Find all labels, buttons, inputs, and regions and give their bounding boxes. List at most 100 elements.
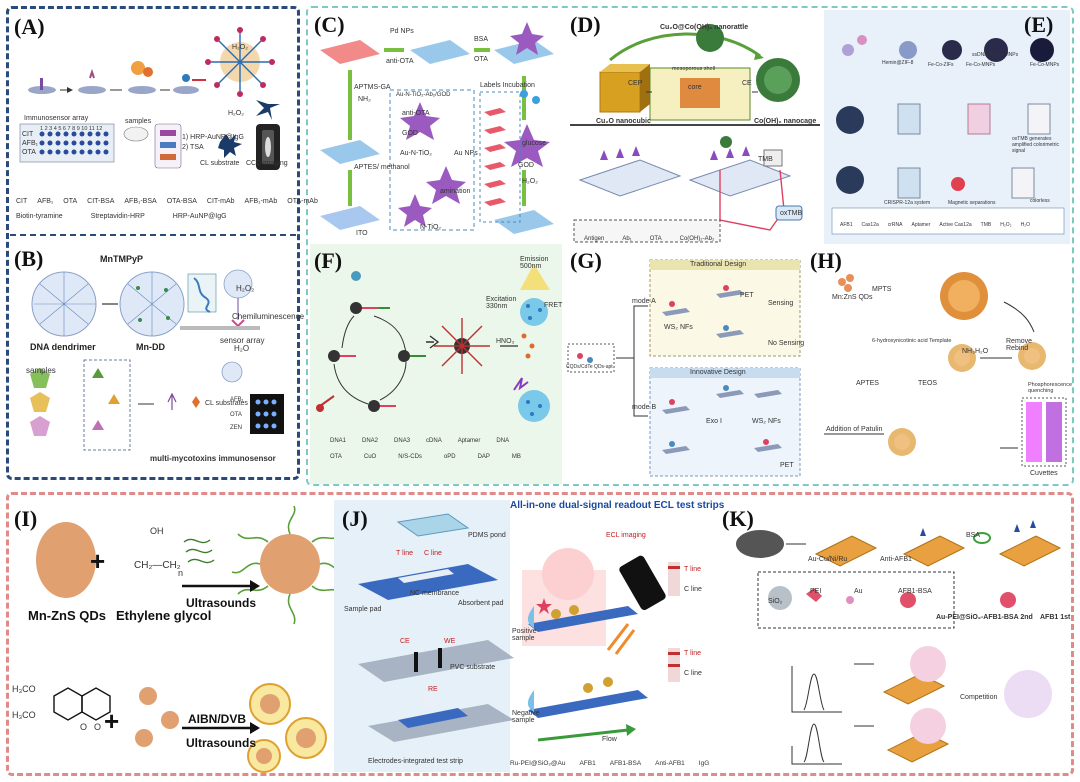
j-c-line: C line [424, 550, 442, 557]
panel-f-diagram [316, 264, 550, 422]
j-ce: CE [400, 638, 410, 645]
i-plus-1: + [90, 546, 106, 576]
f-legend-nscds: N/S-CDs [398, 454, 422, 460]
a-legend-cit-bsa: CIT-BSA [87, 198, 115, 205]
frame-group-ab [6, 6, 300, 480]
i-aibn: AIBN/DVB [188, 712, 247, 726]
j-t-line: T line [396, 550, 413, 557]
e-cap-ssdna: ssDNA-Fe-Co MNPs [972, 52, 1019, 58]
c-electrodes [320, 40, 554, 234]
j-legend-ru: Ru-PEI@SiO₂@Au [510, 760, 566, 767]
i-ultrasounds-1: Ultrasounds [186, 596, 257, 610]
e-particles-row3 [836, 166, 1035, 199]
a-step1: 1) HRP-AuNP@IgG [182, 134, 244, 141]
panel-h-diagram [824, 272, 1067, 467]
g-innovative: Innovative Design [690, 369, 746, 376]
d-tmb: TMB [758, 156, 773, 163]
c-au-n-tio2: Au-N-TiO₂ [400, 150, 433, 157]
f-legend-ota: OTA [330, 454, 342, 460]
d-cooh: Co(OH)₂ nanocage [754, 118, 817, 125]
j-negative: Negative sample [512, 710, 540, 724]
e-particles-row2 [836, 103, 1051, 135]
i-o-2: O [94, 722, 102, 732]
a-h2o2-bottom: H₂O₂ [228, 110, 244, 117]
j-absorbent: Absorbent pad [458, 600, 504, 607]
g-no-sensing: No Sensing [768, 340, 805, 347]
c-ito: ITO [356, 230, 368, 237]
j-legend-afb1: AFB1 [579, 760, 596, 767]
f-legend-dna: DNA [496, 438, 510, 444]
panel-c-letter: (C) [314, 12, 345, 37]
c-au-nps: Au NPs [454, 150, 478, 157]
e-cap-feco-mnps: Fe-Co-MNPs [966, 62, 996, 68]
j-we: WE [444, 638, 456, 645]
e-legend-h2o: H₂O [1020, 222, 1031, 228]
f-center-particle [434, 318, 490, 374]
j-electrodes: Electrodes-integrated test strip [368, 758, 463, 765]
panel-b-diagram [30, 269, 284, 451]
j-c-line2: C line [684, 586, 702, 593]
b-sensor-array: sensor array [220, 336, 265, 345]
f-legend-mb: MB [511, 454, 521, 460]
e-cap-colorless: colorless [1030, 198, 1050, 204]
i-chain: CH₂—CH₂ [134, 560, 181, 571]
surface-steps [28, 61, 206, 94]
a-row-afb1: AFB₁ [22, 140, 38, 147]
k-afb1-bsa: AFB1-BSA [898, 588, 932, 595]
c-glucose: glucose [522, 140, 547, 147]
panel-b-letter: (B) [14, 246, 44, 271]
e-cap-feco-zifs: Fe-Co-ZIFs [928, 62, 954, 68]
d-legend-ota: OTA [649, 236, 662, 242]
d-shell: mesoporous shell [672, 66, 716, 72]
j-flow: Flow [602, 736, 617, 743]
i-h3co-bottom: H₃CO [12, 710, 36, 720]
c-aptms: APTMS-GA [354, 84, 391, 91]
g-sensing: Sensing [768, 300, 794, 307]
a-legend-strep: Streptavidin-HRP [90, 213, 145, 220]
e-legend-tmb: TMB [980, 222, 992, 228]
d-core: core [688, 84, 702, 91]
d-ce: CE [742, 80, 752, 87]
a-legend-row1: CIT AFB₁ OTA CIT-BSA AFB₁-BSA OTA-BSA CI… [16, 198, 318, 205]
i-oh: OH [150, 526, 164, 536]
d-cu2o: Cu₂O nanocubic [596, 118, 651, 125]
frame-group-cdefgh [306, 6, 1074, 486]
a-row-cit: CIT [22, 131, 34, 138]
g-pet-a: PET [740, 292, 754, 299]
k-au-cu: Au-Cu/Ni/Ru [808, 556, 848, 563]
e-cap-hemin: Hemin@ZIF-8 [882, 60, 914, 66]
a-legend-cit: CIT [16, 198, 28, 205]
g-probe: CQDs/CdTe QDs-apt [566, 364, 613, 370]
b-samples: samples [26, 366, 56, 375]
a-array-title: Immunosensor array [24, 115, 89, 122]
b-dna-dendrimer: DNA dendrimer [30, 342, 96, 352]
f-legend-dna3: DNA3 [394, 438, 411, 444]
e-cap-magnetic: Magnetic separations [948, 200, 996, 206]
j-legend: Ru-PEI@SiO₂@Au AFB1 AFB1-BSA Anti-AFB1 I… [510, 760, 709, 767]
j-pvc: PVC substrate [450, 664, 496, 671]
a-legend-biotin: Biotin-tyramine [16, 213, 63, 220]
i-ultrasounds-2: Ultrasounds [186, 736, 257, 750]
c-n-tio2: N-TiO₂ [420, 224, 442, 231]
a-col-numbers: 1 2 3 4 5 6 7 8 9 10 11 12 [40, 126, 103, 132]
i-mip-particles [135, 683, 327, 773]
e-legend-aptamer: Aptamer [911, 222, 931, 228]
d-legend-antigen: Antigen [584, 236, 605, 242]
j-c-line3: C line [684, 670, 702, 677]
g-slabs [662, 290, 782, 454]
h-nh3: NH₃H₂O [962, 348, 989, 355]
b-chemi: Chemiluminescence [232, 312, 305, 321]
e-legend-afb1: AFB1 [840, 222, 853, 228]
h-aptes: APTES [856, 380, 879, 387]
k-afb1: AFB1 1st [1040, 614, 1071, 621]
h-teos: TEOS [918, 380, 938, 387]
panel-h-letter: (H) [810, 248, 842, 273]
a-legend-afb1-mab: AFB₁-mAb [244, 198, 278, 205]
d-nanorattle: Cu₂O@Co(OH)₂ nanorattle [660, 24, 749, 31]
e-legend-h2o2: H₂O₂ [1000, 222, 1012, 228]
e-legend-cas12a: Cas12a [861, 222, 879, 228]
f-hno3: HNO₃ [496, 338, 515, 345]
j-legend-anti-afb1: Anti-AFB1 [655, 760, 685, 767]
panel-c-diagram [320, 22, 554, 234]
i-h3co-top: H₃CO [12, 684, 36, 694]
